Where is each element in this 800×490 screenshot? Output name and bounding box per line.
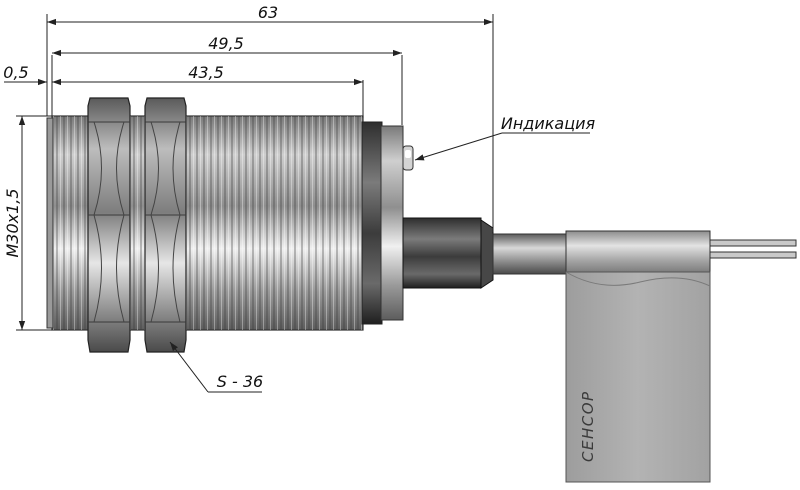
tag-brand-label: СЕНСОР bbox=[579, 390, 597, 462]
dim-label-thread: M30x1,5 bbox=[3, 188, 22, 257]
callout-indicator: Индикация bbox=[501, 114, 596, 133]
dimensions bbox=[4, 14, 494, 331]
dim-label-43-5: 43,5 bbox=[188, 63, 224, 82]
cable bbox=[492, 233, 568, 275]
wire-ends bbox=[709, 239, 797, 259]
leaders bbox=[169, 132, 590, 393]
led-highlight bbox=[405, 150, 411, 158]
cable-gland bbox=[402, 217, 494, 289]
dim-label-49-5: 49,5 bbox=[208, 34, 244, 53]
nut-front bbox=[87, 97, 131, 353]
dim-label-0-5: 0,5 bbox=[3, 63, 28, 82]
dim-label-63: 63 bbox=[258, 3, 278, 22]
front-face bbox=[46, 117, 54, 329]
rear-rim bbox=[361, 121, 383, 325]
callout-wrench-size: S - 36 bbox=[217, 372, 263, 391]
dimension-labels: 63 49,5 43,5 0,5 M30x1,5 Индикация S - 3… bbox=[3, 3, 596, 391]
rear-cap bbox=[380, 125, 404, 321]
label-tag: СЕНСОР bbox=[565, 271, 711, 483]
cable-sleeve bbox=[565, 230, 711, 274]
nut-rear bbox=[144, 97, 187, 353]
